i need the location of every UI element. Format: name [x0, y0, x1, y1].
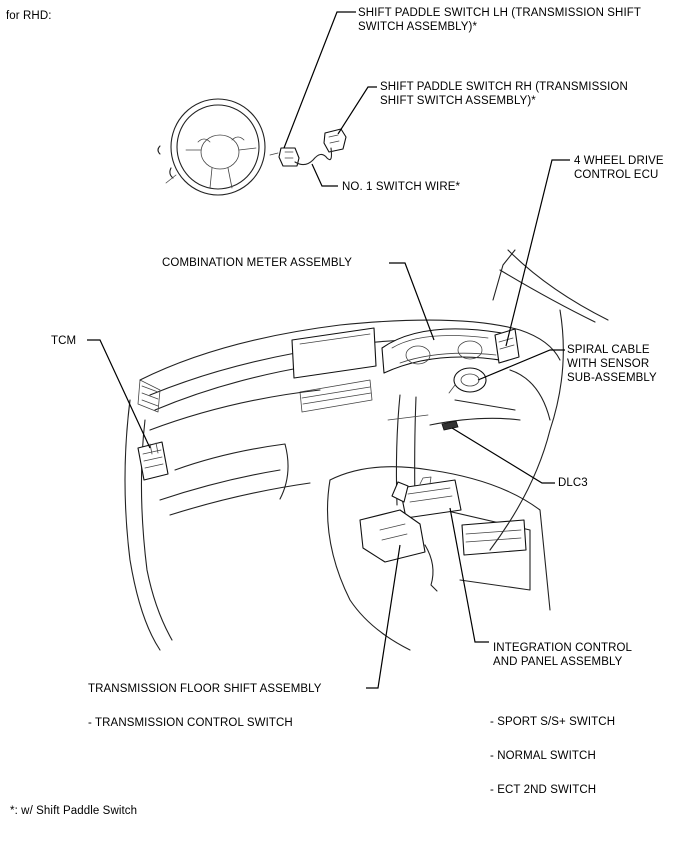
floor-shift-illustration [359, 481, 438, 592]
sub-item-transmission-control-switch: - TRANSMISSION CONTROL SWITCH [88, 717, 293, 729]
steering-wheel-illustration [157, 98, 279, 196]
leader-paddle-rh [337, 86, 377, 135]
leader-integration-panel [449, 507, 489, 643]
paddle-switch-rh-illustration [323, 128, 347, 153]
sub-item-normal-switch: - NORMAL SWITCH [490, 750, 596, 762]
label-dlc3: DLC3 [558, 477, 588, 489]
spiral-cable-illustration [448, 367, 487, 394]
label-shift-paddle-switch-lh: SHIFT PADDLE SWITCH LH (TRANSMISSION SHI… [358, 7, 641, 33]
variant-label: for RHD: [6, 10, 52, 22]
leader-lines [87, 11, 570, 689]
paddle-switch-lh-illustration [278, 147, 300, 167]
leader-dlc3 [451, 427, 555, 484]
leader-switch-wire [311, 163, 338, 187]
label-integration-control-panel: INTEGRATION CONTROL AND PANEL ASSEMBLY [493, 642, 633, 668]
leader-tcm [87, 339, 151, 449]
leader-paddle-lh [283, 11, 356, 149]
four-wheel-drive-ecu-illustration [494, 328, 520, 364]
sub-item-sport-switch: - SPORT S/S+ SWITCH [490, 716, 616, 728]
leader-spiral-cable [477, 349, 565, 381]
integration-panel-illustration [399, 476, 462, 519]
leader-floor-shift [366, 544, 401, 689]
tcm-illustration [137, 441, 169, 481]
footnote: *: w/ Shift Paddle Switch [10, 805, 138, 817]
label-combination-meter: COMBINATION METER ASSEMBLY [162, 257, 353, 269]
leader-combination-meter [389, 262, 435, 341]
combination-meter-illustration [381, 328, 507, 374]
label-shift-paddle-switch-rh: SHIFT PADDLE SWITCH RH (TRANSMISSION SHI… [380, 81, 628, 107]
sub-item-ect-2nd-switch: - ECT 2ND SWITCH [490, 784, 597, 796]
label-transmission-floor-shift: TRANSMISSION FLOOR SHIFT ASSEMBLY [88, 683, 322, 695]
dashboard-illustration [124, 249, 609, 651]
label-spiral-cable: SPIRAL CABLE WITH SENSOR SUB-ASSEMBLY [567, 344, 657, 384]
dlc3-illustration [441, 420, 459, 431]
switch-wire-illustration [294, 147, 333, 166]
label-no1-switch-wire: NO. 1 SWITCH WIRE* [342, 181, 461, 193]
leader-4wd-ecu [505, 159, 570, 347]
label-4wd-control-ecu: 4 WHEEL DRIVE CONTROL ECU [574, 155, 664, 181]
label-tcm: TCM [51, 335, 77, 347]
